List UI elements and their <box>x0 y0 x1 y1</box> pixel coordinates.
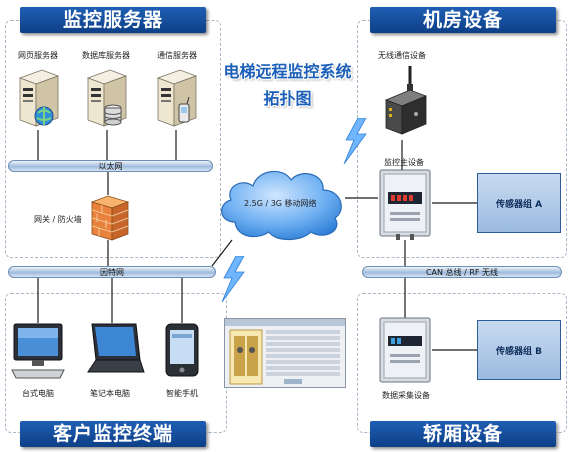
web-server-label: 网页服务器 <box>18 51 58 60</box>
ethernet-bus: 以太网 <box>8 160 213 172</box>
can-rf-bus: CAN 总线 / RF 无线 <box>362 266 562 278</box>
sensor-group-a-label: 传感器组 A <box>495 200 543 210</box>
internet-bus: 因特网 <box>8 266 216 278</box>
data-acquisition-label: 数据采集设备 <box>382 391 430 400</box>
database-server-icon <box>86 69 128 127</box>
lightning-bolt-icon <box>221 256 245 302</box>
desktop-computer-icon <box>11 323 65 379</box>
mobile-network-label: 2.5G / 3G 移动网络 <box>244 199 317 208</box>
sensor-group-b: 传感器组 B <box>477 320 561 380</box>
smartphone-label: 智能手机 <box>166 389 198 398</box>
wireless-modem-icon <box>384 66 428 135</box>
monitoring-screen-thumbnail <box>224 318 346 388</box>
laptop-icon <box>87 323 145 373</box>
sensor-group-a: 传感器组 A <box>477 173 561 233</box>
database-server-label: 数据库服务器 <box>82 51 130 60</box>
wireless-comm-label: 无线通信设备 <box>378 51 426 60</box>
mobile-network-cloud <box>221 170 342 241</box>
firewall-icon <box>90 195 130 241</box>
diagram-subtitle: 拓扑图 <box>263 89 312 108</box>
monitor-host-icon <box>379 169 431 240</box>
desktop-label: 台式电脑 <box>22 389 54 398</box>
lightning-bolt-icon <box>343 118 367 164</box>
car-equipment-header: 轿厢设备 <box>370 421 556 447</box>
diagram-title: 电梯远程监控系统 <box>223 62 352 81</box>
comm-server-label: 通信服务器 <box>157 51 197 60</box>
web-server-icon <box>18 69 60 127</box>
comm-server-icon <box>156 69 198 127</box>
gateway-firewall-label: 网关 / 防火墙 <box>34 215 82 224</box>
smartphone-icon <box>165 323 199 377</box>
monitoring-servers-header: 监控服务器 <box>20 7 206 33</box>
laptop-label: 笔记本电脑 <box>90 389 130 398</box>
sensor-group-b-label: 传感器组 B <box>496 347 542 357</box>
machine-room-header: 机房设备 <box>370 7 556 33</box>
client-terminals-header: 客户监控终端 <box>20 421 206 447</box>
monitor-host-label: 监控主设备 <box>384 158 424 167</box>
data-acquisition-icon <box>379 317 431 383</box>
